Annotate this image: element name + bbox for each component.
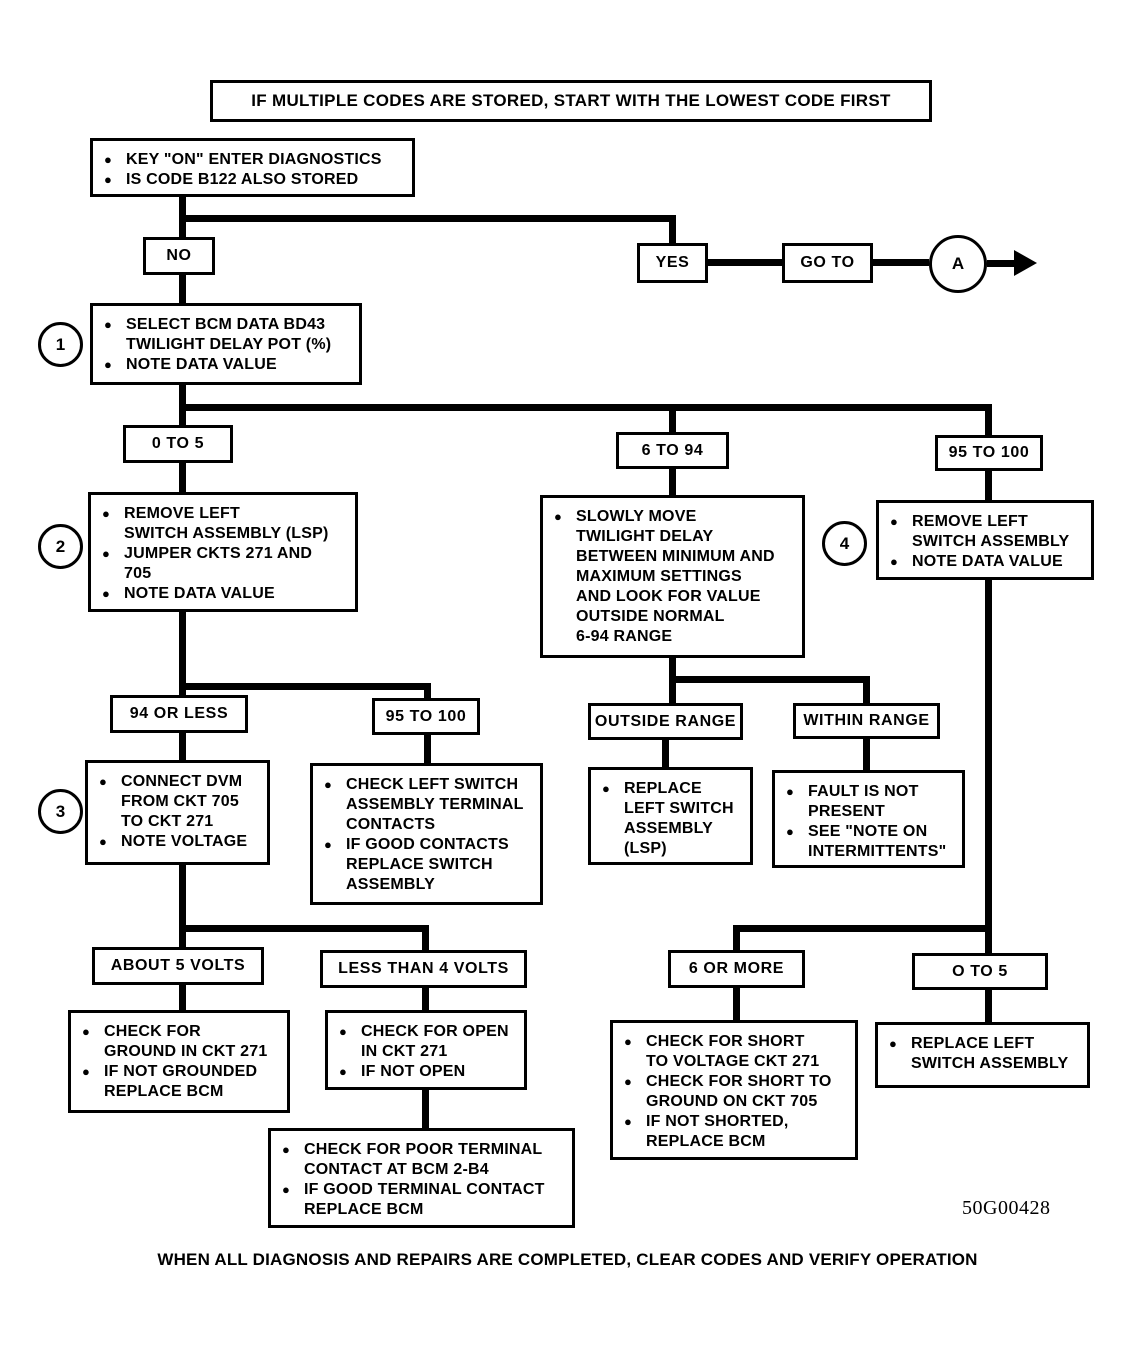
connector-line — [179, 985, 186, 1010]
connector-line — [669, 215, 676, 243]
off-page-connector-a: A — [929, 235, 987, 293]
node-poor-terminal-contact: CHECK FOR POOR TERMINAL CONTACT AT BCM 2… — [268, 1128, 575, 1228]
node-replace-lsp: REPLACE LEFT SWITCH ASSEMBLY (LSP) — [588, 767, 753, 865]
bullet-item: NOTE DATA VALUE — [887, 552, 1083, 572]
bullet-item: CHECK LEFT SWITCH ASSEMBLY TERMINAL CONT… — [321, 775, 532, 835]
connector-line — [863, 676, 870, 703]
bullet-item: IF NOT GROUNDED REPLACE BCM — [79, 1062, 279, 1102]
bullet-item: REPLACE LEFT SWITCH ASSEMBLY (LSP) — [599, 779, 742, 859]
connector-line — [863, 739, 870, 770]
bullet-item: CHECK FOR GROUND IN CKT 271 — [79, 1022, 279, 1062]
connector-line — [179, 925, 429, 932]
bullet-item: SLOWLY MOVE TWILIGHT DELAY BETWEEN MINIM… — [551, 507, 794, 647]
connector-line — [733, 988, 740, 1020]
connector-line — [179, 733, 186, 760]
connector-line — [422, 1090, 429, 1128]
bullet-item: IF GOOD TERMINAL CONTACT REPLACE BCM — [279, 1180, 564, 1220]
node-connect-dvm: CONNECT DVM FROM CKT 705 TO CKT 271 NOTE… — [85, 760, 270, 865]
connector-line — [733, 925, 992, 932]
connector-line — [662, 740, 669, 767]
bullet-item: SEE "NOTE ON INTERMITTENTS" — [783, 822, 954, 862]
bullet-item: JUMPER CKTS 271 AND 705 — [99, 544, 347, 584]
step-circle-1: 1 — [38, 322, 83, 367]
connector-line — [669, 469, 676, 495]
node-key-on: KEY "ON" ENTER DIAGNOSTICS IS CODE B122 … — [90, 138, 415, 197]
node-replace-left-switch: REPLACE LEFT SWITCH ASSEMBLY — [875, 1022, 1090, 1088]
connector-line — [985, 990, 992, 1022]
connector-line — [179, 683, 431, 690]
branch-label-about-5-volts: ABOUT 5 VOLTS — [92, 947, 264, 985]
arrow-right-icon — [1014, 250, 1037, 276]
bullet-item: CHECK FOR SHORT TO VOLTAGE CKT 271 — [621, 1032, 847, 1072]
connector-line — [422, 925, 429, 950]
connector-line — [424, 735, 431, 763]
bullet-item: IS CODE B122 ALSO STORED — [101, 170, 404, 190]
connector-line — [179, 215, 676, 222]
bullet-item: IF NOT SHORTED, REPLACE BCM — [621, 1112, 847, 1152]
connector-line — [179, 463, 186, 492]
banner-note: IF MULTIPLE CODES ARE STORED, START WITH… — [210, 80, 932, 122]
connector-line — [179, 865, 186, 947]
branch-label-6-or-more: 6 OR MORE — [668, 950, 805, 988]
branch-label-o-to-5: O TO 5 — [912, 953, 1048, 990]
connector-line — [669, 404, 676, 432]
connector-line — [873, 259, 929, 266]
bullet-item: KEY "ON" ENTER DIAGNOSTICS — [101, 150, 404, 170]
branch-label-yes: YES — [637, 243, 708, 283]
node-check-left-switch-contacts: CHECK LEFT SWITCH ASSEMBLY TERMINAL CONT… — [310, 763, 543, 905]
step-circle-2: 2 — [38, 524, 83, 569]
node-check-ground-ckt271: CHECK FOR GROUND IN CKT 271 IF NOT GROUN… — [68, 1010, 290, 1113]
bullet-item: FAULT IS NOT PRESENT — [783, 782, 954, 822]
bullet-item: REMOVE LEFT SWITCH ASSEMBLY — [887, 512, 1083, 552]
branch-label-94-or-less: 94 OR LESS — [110, 695, 248, 733]
branch-label-95-to-100-mid: 95 TO 100 — [372, 698, 480, 735]
connector-line — [669, 676, 870, 683]
node-remove-left-note-value: REMOVE LEFT SWITCH ASSEMBLY NOTE DATA VA… — [876, 500, 1094, 580]
bullet-item: IF GOOD CONTACTS REPLACE SWITCH ASSEMBLY — [321, 835, 532, 895]
step-circle-4: 4 — [822, 521, 867, 566]
figure-reference: 50G00428 — [962, 1197, 1051, 1219]
bullet-item: CHECK FOR POOR TERMINAL CONTACT AT BCM 2… — [279, 1140, 564, 1180]
bullet-item: SELECT BCM DATA BD43 TWILIGHT DELAY POT … — [101, 315, 351, 355]
connector-line — [985, 404, 992, 435]
go-to-label: GO TO — [782, 243, 873, 283]
connector-line — [424, 683, 431, 698]
bullet-item: REPLACE LEFT SWITCH ASSEMBLY — [886, 1034, 1079, 1074]
connector-line — [708, 259, 782, 266]
bullet-item: CHECK FOR SHORT TO GROUND ON CKT 705 — [621, 1072, 847, 1112]
bullet-item: CONNECT DVM FROM CKT 705 TO CKT 271 — [96, 772, 259, 832]
node-slowly-move-twilight: SLOWLY MOVE TWILIGHT DELAY BETWEEN MINIM… — [540, 495, 805, 658]
branch-label-6-to-94: 6 TO 94 — [616, 432, 729, 469]
footer-note: WHEN ALL DIAGNOSIS AND REPAIRS ARE COMPL… — [157, 1250, 978, 1269]
connector-line — [733, 925, 740, 950]
bullet-item: REMOVE LEFT SWITCH ASSEMBLY (LSP) — [99, 504, 347, 544]
connector-line — [987, 260, 1017, 267]
branch-label-within-range: WITHIN RANGE — [793, 703, 940, 739]
connector-line — [985, 471, 992, 500]
node-remove-lsp-jumper: REMOVE LEFT SWITCH ASSEMBLY (LSP) JUMPER… — [88, 492, 358, 612]
connector-line — [179, 275, 186, 303]
bullet-item: NOTE VOLTAGE — [96, 832, 259, 852]
connector-line — [179, 404, 992, 411]
connector-line — [985, 580, 992, 953]
node-fault-not-present: FAULT IS NOT PRESENT SEE "NOTE ON INTERM… — [772, 770, 965, 868]
node-check-short: CHECK FOR SHORT TO VOLTAGE CKT 271 CHECK… — [610, 1020, 858, 1160]
bullet-item: CHECK FOR OPEN IN CKT 271 — [336, 1022, 516, 1062]
branch-label-0-to-5: 0 TO 5 — [123, 425, 233, 463]
branch-label-less-than-4-volts: LESS THAN 4 VOLTS — [320, 950, 527, 988]
bullet-item: NOTE DATA VALUE — [101, 355, 351, 375]
node-select-bcm-data: SELECT BCM DATA BD43 TWILIGHT DELAY POT … — [90, 303, 362, 385]
bullet-item: IF NOT OPEN — [336, 1062, 516, 1082]
bullet-item: NOTE DATA VALUE — [99, 584, 347, 604]
branch-label-95-to-100: 95 TO 100 — [935, 435, 1043, 471]
connector-line — [179, 612, 186, 695]
step-circle-3: 3 — [38, 789, 83, 834]
connector-line — [422, 988, 429, 1010]
node-check-open-ckt271: CHECK FOR OPEN IN CKT 271 IF NOT OPEN — [325, 1010, 527, 1090]
branch-label-no: NO — [143, 237, 215, 275]
branch-label-outside-range: OUTSIDE RANGE — [588, 703, 743, 740]
